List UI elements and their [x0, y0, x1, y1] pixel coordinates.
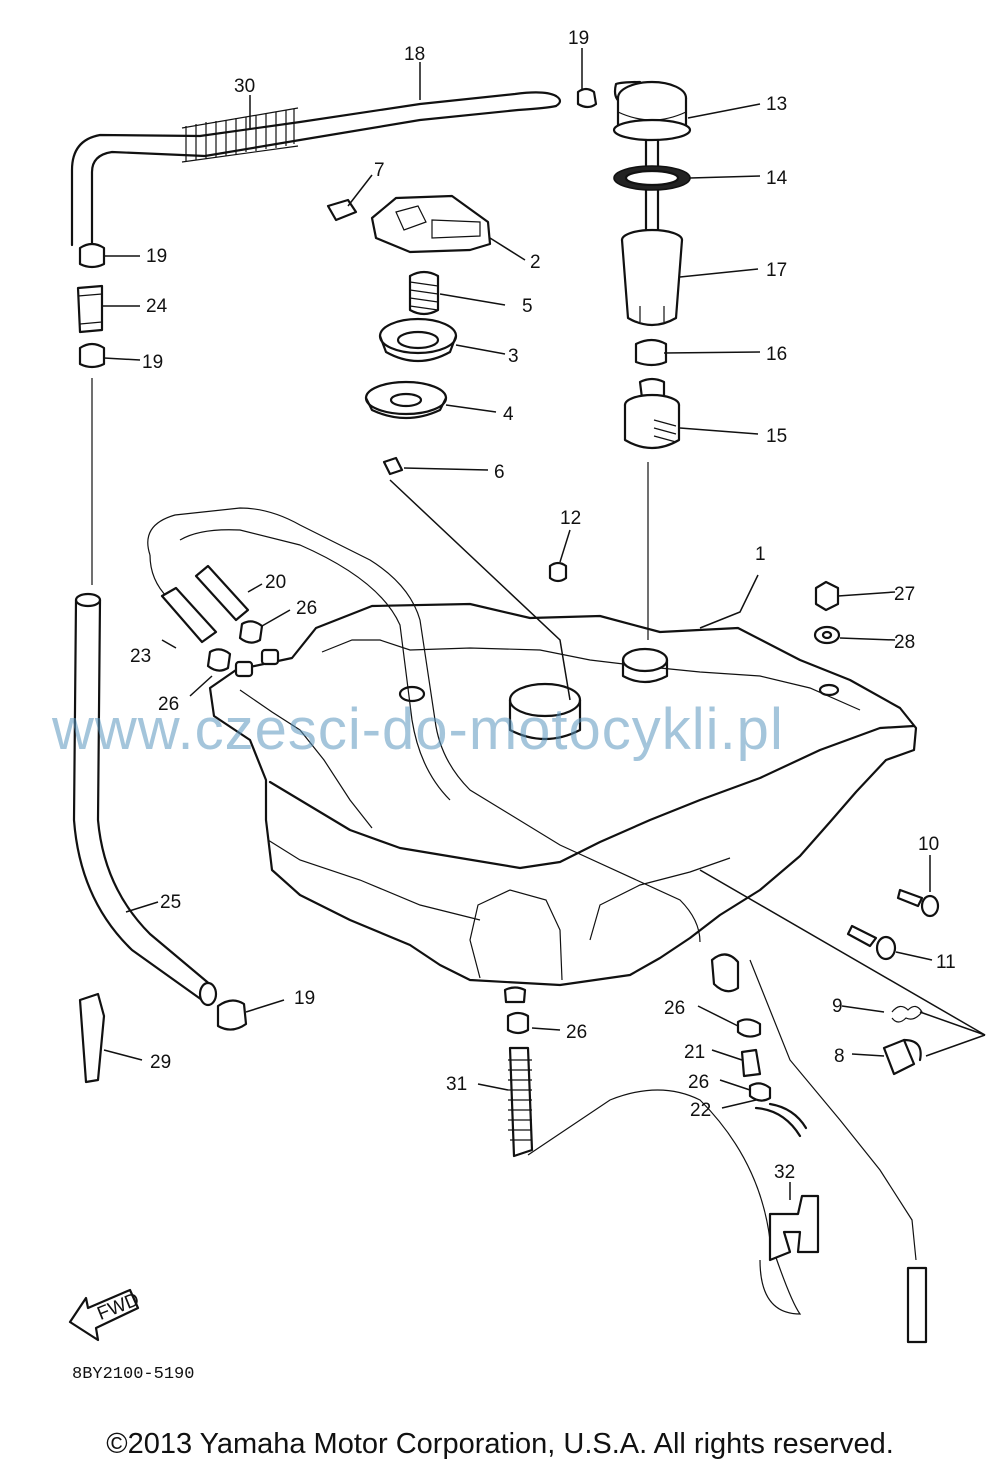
fuel-tank-exploded-diagram: FWD: [68, 28, 986, 1344]
callout-22: 22: [690, 1100, 711, 1121]
callout-3: 3: [508, 346, 519, 367]
callout-19: 19: [568, 28, 589, 49]
callout-19-d: 19: [294, 988, 315, 1009]
fuel-tank: [208, 602, 918, 1004]
small-hoses: [160, 564, 264, 672]
mounting-bolts: [846, 888, 940, 961]
vent-hose-assembly: [70, 91, 562, 247]
callout-11: 11: [936, 952, 956, 973]
hose-clip-top: [576, 87, 598, 109]
callout-17: 17: [766, 260, 787, 281]
callout-4: 4: [503, 404, 514, 425]
callout-28: 28: [894, 632, 915, 653]
leader-lines: [102, 48, 986, 1200]
callout-5: 5: [522, 296, 533, 317]
callout-8: 8: [834, 1046, 845, 1067]
callout-27: 27: [894, 584, 915, 605]
callout-9: 9: [832, 996, 843, 1017]
callout-10: 10: [918, 834, 939, 855]
callout-25: 25: [160, 892, 181, 913]
left-hose-stack: [72, 242, 248, 1031]
callout-6: 6: [494, 462, 505, 483]
copyright-notice: ©2013 Yamaha Motor Corporation, U.S.A. A…: [106, 1428, 894, 1460]
callout-numbers: 1 2 3 4 5 6 7 8 9 10 11 12 13 14 15 16 1…: [130, 28, 956, 1183]
watermark-text: www.czesci-do-motocykli.pl: [52, 697, 784, 762]
callout-30: 30: [234, 76, 255, 97]
filler-cap-assembly: [326, 194, 492, 476]
callout-16: 16: [766, 344, 787, 365]
callout-31: 31: [446, 1074, 467, 1095]
clamp-spring: [882, 1005, 923, 1076]
callout-26-c: 26: [566, 1022, 587, 1043]
callout-14: 14: [766, 168, 788, 189]
callout-2: 2: [530, 252, 541, 273]
callout-15: 15: [766, 426, 787, 447]
callout-29: 29: [150, 1052, 171, 1073]
hose-bracket: [768, 1194, 820, 1262]
callout-26-b: 26: [158, 694, 179, 715]
nut-washer: [813, 580, 841, 645]
callout-21: 21: [684, 1042, 705, 1063]
diagram-code: 8BY2100-5190: [72, 1365, 195, 1384]
callout-26-d: 26: [664, 998, 685, 1019]
fwd-arrow: FWD: [68, 1288, 142, 1342]
callout-26-e: 26: [688, 1072, 709, 1093]
callout-23: 23: [130, 646, 151, 667]
callout-1: 1: [755, 544, 766, 565]
callout-19-b: 19: [146, 246, 167, 267]
callout-26: 26: [296, 598, 317, 619]
callout-18: 18: [404, 44, 425, 65]
callout-13: 13: [766, 94, 787, 115]
primer-bulb: [506, 1011, 802, 1315]
cable-tie: [78, 992, 106, 1084]
fuel-pickup-assembly: [612, 80, 692, 640]
callout-12: 12: [560, 508, 581, 529]
callout-7: 7: [374, 160, 385, 181]
callout-24: 24: [146, 296, 168, 317]
right-fittings: [710, 953, 808, 1138]
callout-19-c: 19: [142, 352, 163, 373]
callout-20: 20: [265, 572, 286, 593]
callout-32: 32: [774, 1162, 795, 1183]
